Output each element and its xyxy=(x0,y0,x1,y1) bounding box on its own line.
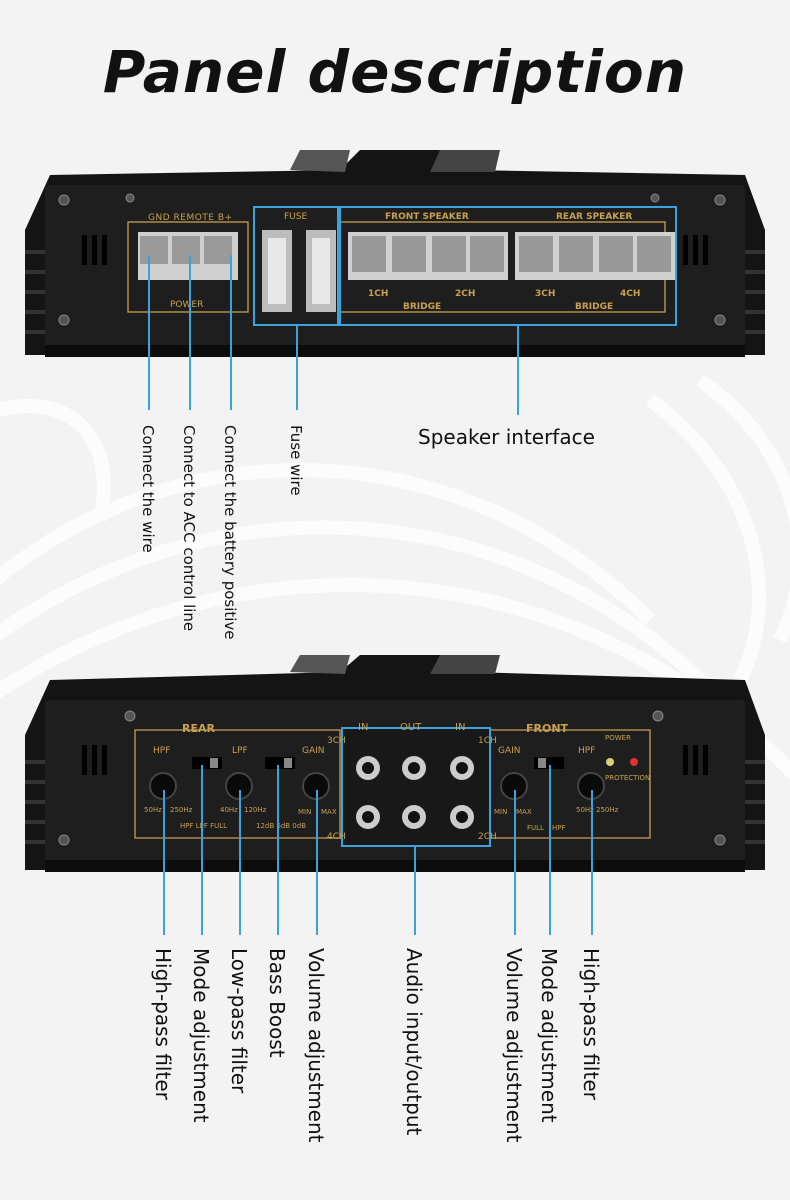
max-front: MAX xyxy=(516,808,532,816)
full-front: FULL xyxy=(527,824,544,832)
lpf-callout: Low-pass filter xyxy=(227,948,251,1094)
hpf-rear-label: HPF xyxy=(153,746,171,756)
lpf-label: LPF xyxy=(232,746,248,756)
power-label: POWER xyxy=(170,300,204,310)
gnd-callout: Connect the wire xyxy=(139,425,157,553)
rear-speaker-label: REAR SPEAKER xyxy=(556,212,633,222)
hz50-rear: 50Hz xyxy=(144,806,162,814)
power-led-label: POWER xyxy=(605,734,631,742)
hpf-front-label: HPF xyxy=(578,746,596,756)
hpf-front-callout: High-pass filter xyxy=(579,948,603,1100)
ch2-label: 2CH xyxy=(455,289,476,299)
vol-rear-line xyxy=(316,790,318,935)
bridge-label-front: BRIDGE xyxy=(403,302,442,312)
in-label-right: IN xyxy=(455,722,466,733)
rear-label: REAR xyxy=(182,722,215,735)
max-rear: MAX xyxy=(321,808,337,816)
mode-front-callout: Mode adjustment xyxy=(537,948,561,1123)
bass-callout: Bass Boost xyxy=(265,948,289,1058)
mode-rear-callout: Mode adjustment xyxy=(189,948,213,1123)
gain-rear-label: GAIN xyxy=(302,746,325,756)
ch1-label: 1CH xyxy=(368,289,389,299)
ch2-bottom: 2CH xyxy=(478,832,497,842)
ch4-bottom: 4CH xyxy=(327,832,346,842)
speaker-callout: Speaker interface xyxy=(418,425,595,449)
ch3-label: 3CH xyxy=(535,289,556,299)
bass-options: 12dB 6dB 0dB xyxy=(256,822,307,830)
hpf-rear-callout: High-pass filter xyxy=(151,948,175,1100)
hpf-front-line xyxy=(591,790,593,935)
remote-label: REMOTE xyxy=(173,213,215,223)
min-front: MIN xyxy=(494,808,508,816)
front-speaker-label: FRONT SPEAKER xyxy=(385,212,469,222)
ch1-bottom: 1CH xyxy=(478,736,497,746)
amp-top-panel xyxy=(25,150,765,357)
audio-line xyxy=(414,846,416,935)
min-rear: MIN xyxy=(298,808,312,816)
gnd-callout-line xyxy=(148,255,150,410)
hz250-front: 250Hz xyxy=(596,806,619,814)
ch3-bottom: 3CH xyxy=(327,736,346,746)
hz250-rear: 250Hz xyxy=(170,806,193,814)
bass-line xyxy=(277,765,279,935)
speaker-callout-line xyxy=(517,325,519,415)
hz40-label: 40Hz xyxy=(220,806,238,814)
fuse-callout: Fuse wire xyxy=(287,425,305,496)
in-label-left: IN xyxy=(358,722,369,733)
bridge-label-rear: BRIDGE xyxy=(575,302,614,312)
fuse-callout-line xyxy=(296,325,298,410)
mode-rear-options: HPF LPF FULL xyxy=(180,822,228,830)
remote-callout: Connect to ACC control line xyxy=(180,425,198,632)
audio-callout: Audio input/output xyxy=(402,948,426,1136)
protection-led-label: PROTECTION xyxy=(605,774,651,782)
fuse-label: FUSE xyxy=(284,212,308,222)
hpf-rear-line xyxy=(163,790,165,935)
vol-front-callout: Volume adjustment xyxy=(502,948,526,1143)
lpf-line xyxy=(239,790,241,935)
page-title: Panel description xyxy=(102,38,688,106)
mode-front-line xyxy=(549,765,551,935)
remote-callout-line xyxy=(189,255,191,410)
amp-bottom-panel xyxy=(25,655,765,872)
front-label: FRONT xyxy=(526,722,569,735)
ch4-label: 4CH xyxy=(620,289,641,299)
bplus-callout-line xyxy=(230,255,232,410)
hz50-front: 50Hz xyxy=(576,806,594,814)
hz120-label: 120Hz xyxy=(244,806,267,814)
bplus-label: B+ xyxy=(217,213,233,223)
gain-front-label: GAIN xyxy=(498,746,521,756)
hpf-front-small: HPF xyxy=(552,824,566,832)
vol-front-line xyxy=(514,790,516,935)
out-label: OUT xyxy=(400,722,422,733)
mode-rear-line xyxy=(201,765,203,935)
vol-rear-callout: Volume adjustment xyxy=(304,948,328,1143)
gnd-label: GND xyxy=(148,213,171,223)
bplus-callout: Connect the battery positive xyxy=(221,425,239,640)
